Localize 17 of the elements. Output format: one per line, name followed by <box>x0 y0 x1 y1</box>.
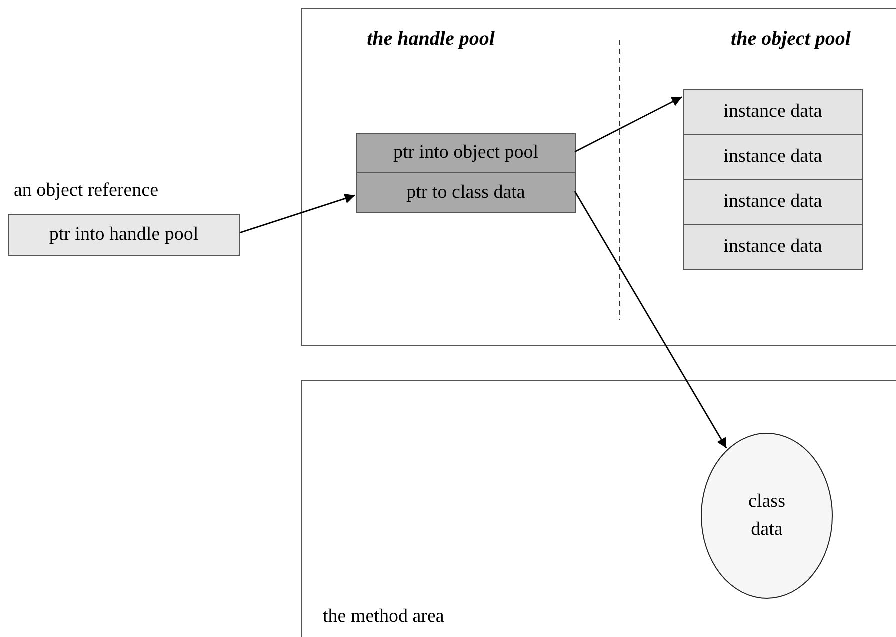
reference-caption: an object reference <box>14 181 159 202</box>
instance-cell: instance data <box>683 179 863 225</box>
instance-cell: instance data <box>683 134 863 180</box>
handle-cell: ptr into object pool <box>356 133 576 173</box>
instance-cell: instance data <box>683 89 863 135</box>
arrow <box>574 191 728 449</box>
arrow <box>240 194 356 234</box>
arrow <box>574 96 682 153</box>
heap-region <box>301 8 896 346</box>
method-area-region <box>301 380 896 637</box>
pool-heading: the object pool <box>731 28 851 50</box>
reference-cell: ptr into handle pool <box>8 214 240 256</box>
pool-heading: the handle pool <box>367 28 495 50</box>
instance-cell: instance data <box>683 224 863 270</box>
region-label: the method area <box>323 607 444 628</box>
handle-cell: ptr to class data <box>356 172 576 213</box>
ellipse-label: class data <box>748 490 786 542</box>
